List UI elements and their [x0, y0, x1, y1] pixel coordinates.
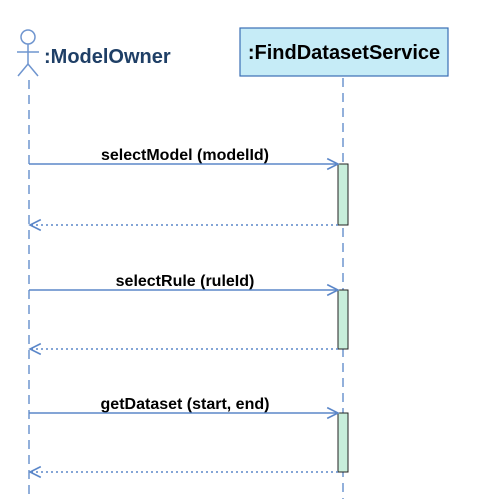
activation-bar [337, 163, 349, 226]
activation-bar [337, 289, 349, 350]
message-label: selectModel (modelId) [101, 147, 269, 164]
actor-label: :ModelOwner [44, 46, 171, 68]
service-box [239, 27, 449, 77]
activation-bar [337, 412, 349, 473]
message-label: selectRule (ruleId) [116, 273, 255, 290]
service-label: :FindDatasetService [248, 42, 440, 64]
stick-figure-icon [17, 29, 39, 77]
message-label: getDataset (start, end) [101, 396, 270, 413]
